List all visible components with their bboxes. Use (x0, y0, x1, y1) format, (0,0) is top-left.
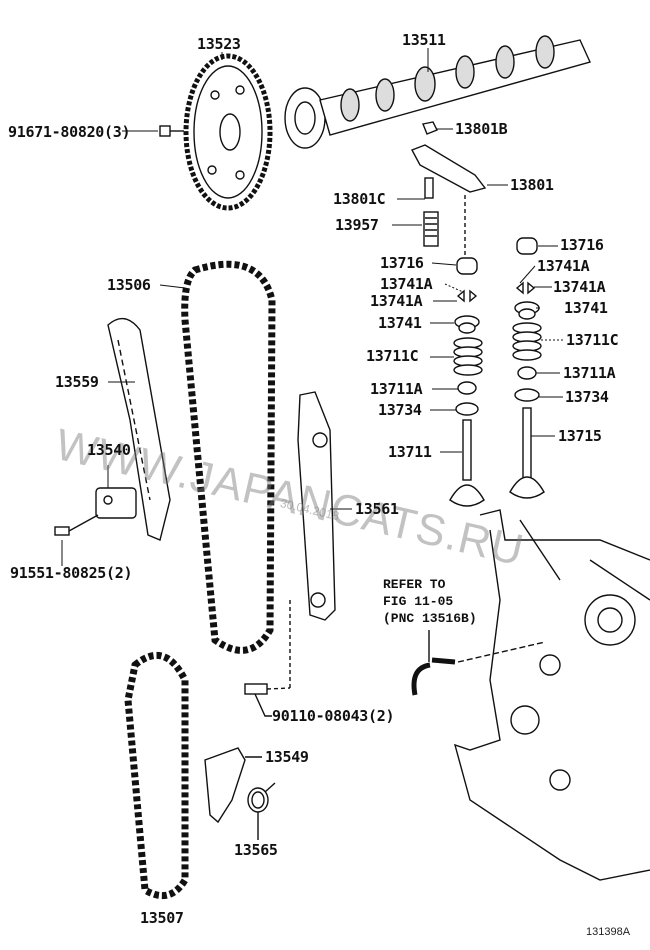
label-13957: 13957 (335, 216, 379, 234)
label-13801b: 13801B (455, 120, 508, 138)
label-13507: 13507 (140, 909, 184, 927)
label-13711a-left: 13711A (370, 380, 423, 398)
label-13561: 13561 (355, 500, 399, 518)
rocker-arm (411, 121, 487, 247)
reference-note-line-3: (PNC 13516B) (383, 611, 477, 626)
label-13511: 13511 (402, 31, 446, 49)
label-91671-80820: 91671-80820(3) (8, 123, 131, 141)
label-13559: 13559 (55, 373, 99, 391)
chain-damper-13561 (297, 391, 336, 621)
damper-bolt (244, 600, 291, 717)
exhaust-valve-stack (509, 237, 545, 499)
tensioner-arm-13549 (204, 747, 262, 824)
leader-lines (61, 48, 564, 566)
label-13801: 13801 (510, 176, 554, 194)
label-13506: 13506 (107, 276, 151, 294)
reference-note-line-1: REFER TO (383, 577, 446, 592)
camshaft-sprocket (183, 53, 273, 211)
label-13540: 13540 (87, 441, 131, 459)
label-91551-80825: 91551-80825(2) (10, 564, 133, 582)
label-13716-left: 13716 (380, 254, 424, 272)
chain-guide-13559 (107, 317, 171, 541)
label-13741a-left-2: 13741A (370, 292, 423, 310)
timing-chain-13507 (124, 652, 189, 900)
label-13741a-left-1: 13741A (380, 275, 433, 293)
reference-note: REFER TO FIG 11-05 (PNC 13516B) (383, 576, 477, 627)
label-13711c-right: 13711C (566, 331, 619, 349)
label-13716-right: 13716 (560, 236, 604, 254)
label-13549: 13549 (265, 748, 309, 766)
oil-pipe (411, 630, 546, 696)
label-13801c: 13801C (333, 190, 386, 208)
label-13734-right: 13734 (565, 388, 609, 406)
label-13741-right: 13741 (564, 299, 608, 317)
label-90110-08043: 90110-08043(2) (272, 707, 395, 725)
camshaft (284, 35, 591, 149)
label-13523: 13523 (197, 35, 241, 53)
timing-chain-13506 (181, 260, 276, 654)
chain-tensioner-13540 (54, 487, 137, 536)
label-13565: 13565 (234, 841, 278, 859)
sprocket-bolt (159, 125, 184, 137)
figure-code: 131398A (586, 926, 631, 938)
cylinder-block (453, 509, 650, 881)
label-13711: 13711 (388, 443, 432, 461)
label-13715: 13715 (558, 427, 602, 445)
label-13741a-right-2: 13741A (553, 278, 606, 296)
label-13741a-right-1: 13741A (537, 257, 590, 275)
label-13741-left: 13741 (378, 314, 422, 332)
label-13711c-left: 13711C (366, 347, 419, 365)
label-13734-left: 13734 (378, 401, 422, 419)
tensioner-spring-13565 (247, 782, 276, 840)
intake-valve-stack (449, 195, 485, 507)
reference-note-line-2: FIG 11-05 (383, 594, 454, 609)
label-13711a-right: 13711A (563, 364, 616, 382)
